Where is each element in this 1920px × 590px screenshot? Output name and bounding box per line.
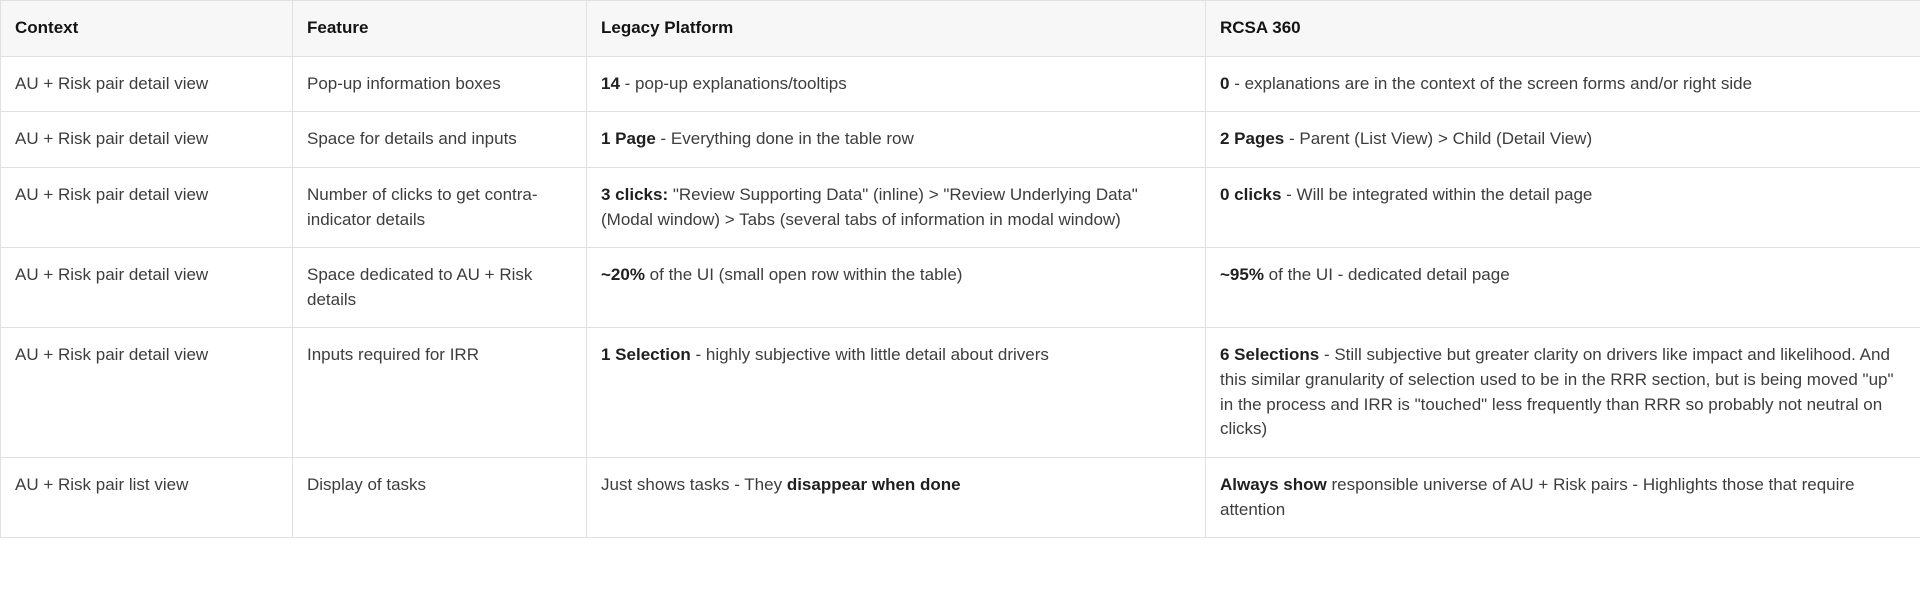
cell-text: Display of tasks	[307, 475, 427, 495]
cell-text: AU + Risk pair detail view	[15, 265, 209, 285]
cell-rcsa-360: 0 - explanations are in the context of t…	[1205, 55, 1920, 113]
cell-text-bold: 14	[601, 73, 620, 93]
cell-text: - Parent (List View) > Child (Detail Vie…	[1284, 129, 1593, 149]
cell-rcsa-360: Always show responsible universe of AU +…	[1205, 457, 1920, 539]
cell-legacy-platform: ~20% of the UI (small open row within th…	[586, 247, 1206, 329]
cell-legacy-platform: 1 Page - Everything done in the table ro…	[586, 111, 1206, 168]
table-row: AU + Risk pair list view Display of tasks…	[0, 457, 1920, 539]
cell-feature: Space dedicated to AU + Risk details	[292, 247, 587, 329]
cell-legacy-platform: 14 - pop-up explanations/tooltips	[586, 55, 1206, 113]
cell-context: AU + Risk pair detail view	[0, 327, 293, 459]
column-header-context: Context	[0, 0, 293, 57]
table-row: AU + Risk pair detail view Space for deta…	[0, 111, 1920, 168]
cell-feature: Pop-up information boxes	[292, 55, 587, 113]
cell-text-bold: Always show	[1220, 475, 1327, 495]
comparison-table: Context Feature Legacy Platform RCSA 360…	[0, 0, 1920, 539]
cell-text: - Everything done in the table row	[655, 129, 914, 149]
cell-text: AU + Risk pair detail view	[15, 345, 209, 365]
cell-context: AU + Risk pair detail view	[0, 247, 293, 329]
cell-rcsa-360: 2 Pages - Parent (List View) > Child (De…	[1205, 111, 1920, 168]
cell-text: AU + Risk pair detail view	[15, 129, 209, 149]
cell-text: - pop-up explanations/tooltips	[619, 73, 847, 93]
column-header-rcsa-360: RCSA 360	[1205, 0, 1920, 57]
cell-text: Number of clicks to get contra-indicator…	[307, 184, 538, 229]
table-row: AU + Risk pair detail view Space dedicate…	[0, 247, 1920, 329]
table-body: AU + Risk pair detail view Pop-up informa…	[0, 55, 1920, 539]
cell-text: - highly subjective with little detail a…	[690, 345, 1049, 365]
cell-legacy-platform: Just shows tasks - They disappear when d…	[586, 457, 1206, 539]
cell-text: - explanations are in the context of the…	[1229, 73, 1753, 93]
cell-text-bold: 3 clicks:	[601, 184, 669, 204]
table-row: AU + Risk pair detail view Inputs require…	[0, 327, 1920, 459]
cell-text: AU + Risk pair detail view	[15, 184, 209, 204]
cell-text: responsible universe of AU + Risk pairs …	[1220, 475, 1855, 519]
cell-rcsa-360: 0 clicks - Will be integrated within the…	[1205, 166, 1920, 249]
cell-text: Space dedicated to AU + Risk details	[307, 265, 533, 309]
cell-text: AU + Risk pair detail view	[15, 73, 209, 93]
cell-feature: Space for details and inputs	[292, 111, 587, 168]
cell-context: AU + Risk pair list view	[0, 457, 293, 539]
cell-text: of the UI (small open row within the tab…	[644, 265, 963, 285]
cell-context: AU + Risk pair detail view	[0, 55, 293, 113]
cell-text: Pop-up information boxes	[307, 73, 501, 93]
column-header-legacy-platform: Legacy Platform	[586, 0, 1206, 57]
cell-text: - Will be integrated within the detail p…	[1281, 184, 1593, 204]
cell-text-bold: 1 Selection	[601, 345, 691, 365]
table-row: AU + Risk pair detail view Pop-up informa…	[0, 55, 1920, 113]
cell-feature: Inputs required for IRR	[292, 327, 587, 459]
cell-feature: Number of clicks to get contra-indicator…	[292, 166, 587, 249]
cell-text-bold: 0	[1220, 73, 1230, 93]
cell-rcsa-360: 6 Selections - Still subjective but grea…	[1205, 327, 1920, 459]
cell-text: "Review Supporting Data" (inline) > "Rev…	[601, 184, 1138, 229]
cell-rcsa-360: ~95% of the UI - dedicated detail page	[1205, 247, 1920, 329]
cell-feature: Display of tasks	[292, 457, 587, 539]
cell-text-bold: ~95%	[1220, 265, 1264, 285]
table-header: Context Feature Legacy Platform RCSA 360	[0, 0, 1920, 57]
column-header-feature: Feature	[292, 0, 587, 57]
cell-context: AU + Risk pair detail view	[0, 111, 293, 168]
cell-text-bold: 0 clicks	[1220, 184, 1282, 204]
table-row: AU + Risk pair detail view Number of clic…	[0, 166, 1920, 249]
cell-text: Inputs required for IRR	[307, 345, 479, 365]
cell-text: Just shows tasks - They	[601, 475, 787, 495]
cell-text-bold: 2 Pages	[1220, 129, 1285, 149]
cell-text-bold: ~20%	[601, 265, 645, 285]
cell-text: of the UI - dedicated detail page	[1263, 265, 1510, 285]
cell-legacy-platform: 1 Selection - highly subjective with lit…	[586, 327, 1206, 459]
header-row: Context Feature Legacy Platform RCSA 360	[0, 0, 1920, 57]
cell-text-bold: 1 Page	[601, 129, 656, 149]
cell-context: AU + Risk pair detail view	[0, 166, 293, 249]
cell-legacy-platform: 3 clicks: "Review Supporting Data" (inli…	[586, 166, 1206, 249]
cell-text: Space for details and inputs	[307, 129, 517, 149]
cell-text: AU + Risk pair list view	[15, 475, 189, 495]
cell-text: - Still subjective but greater clarity o…	[1220, 345, 1894, 439]
cell-text-bold: disappear when done	[786, 475, 961, 495]
cell-text-bold: 6 Selections	[1220, 345, 1320, 365]
